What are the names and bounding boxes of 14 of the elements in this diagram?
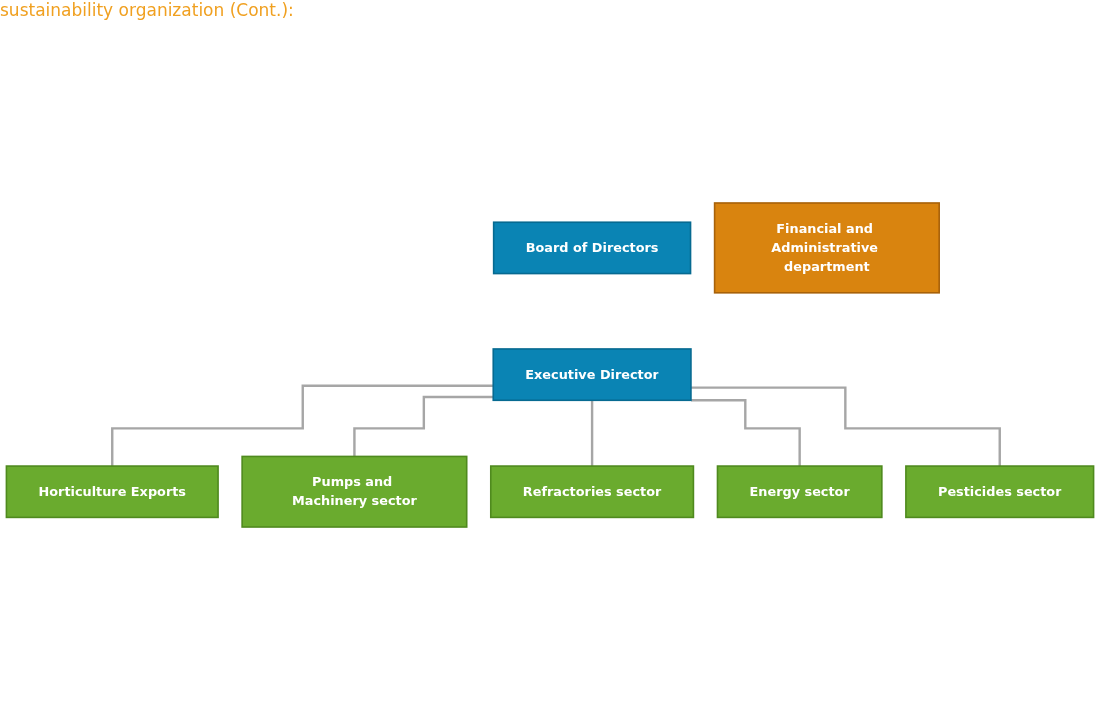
node-box: Energy sector [716, 465, 883, 519]
node-box: Executive Director [492, 348, 692, 402]
connector [111, 384, 494, 468]
connector [353, 395, 494, 458]
node-box: Pesticides sector [905, 465, 1095, 519]
diagram-title: sustainability organization (Cont.): [0, 0, 294, 20]
connector [690, 399, 801, 468]
node-box: Board of Directors [492, 221, 692, 275]
node-box: Financial and Administrative department [713, 202, 940, 294]
node-box: Refractories sector [489, 465, 695, 519]
node-box: Pumps and Machinery sector [241, 455, 468, 528]
connector [690, 386, 1001, 468]
connector [590, 399, 594, 468]
node-box: Horticulture Exports [5, 465, 219, 519]
